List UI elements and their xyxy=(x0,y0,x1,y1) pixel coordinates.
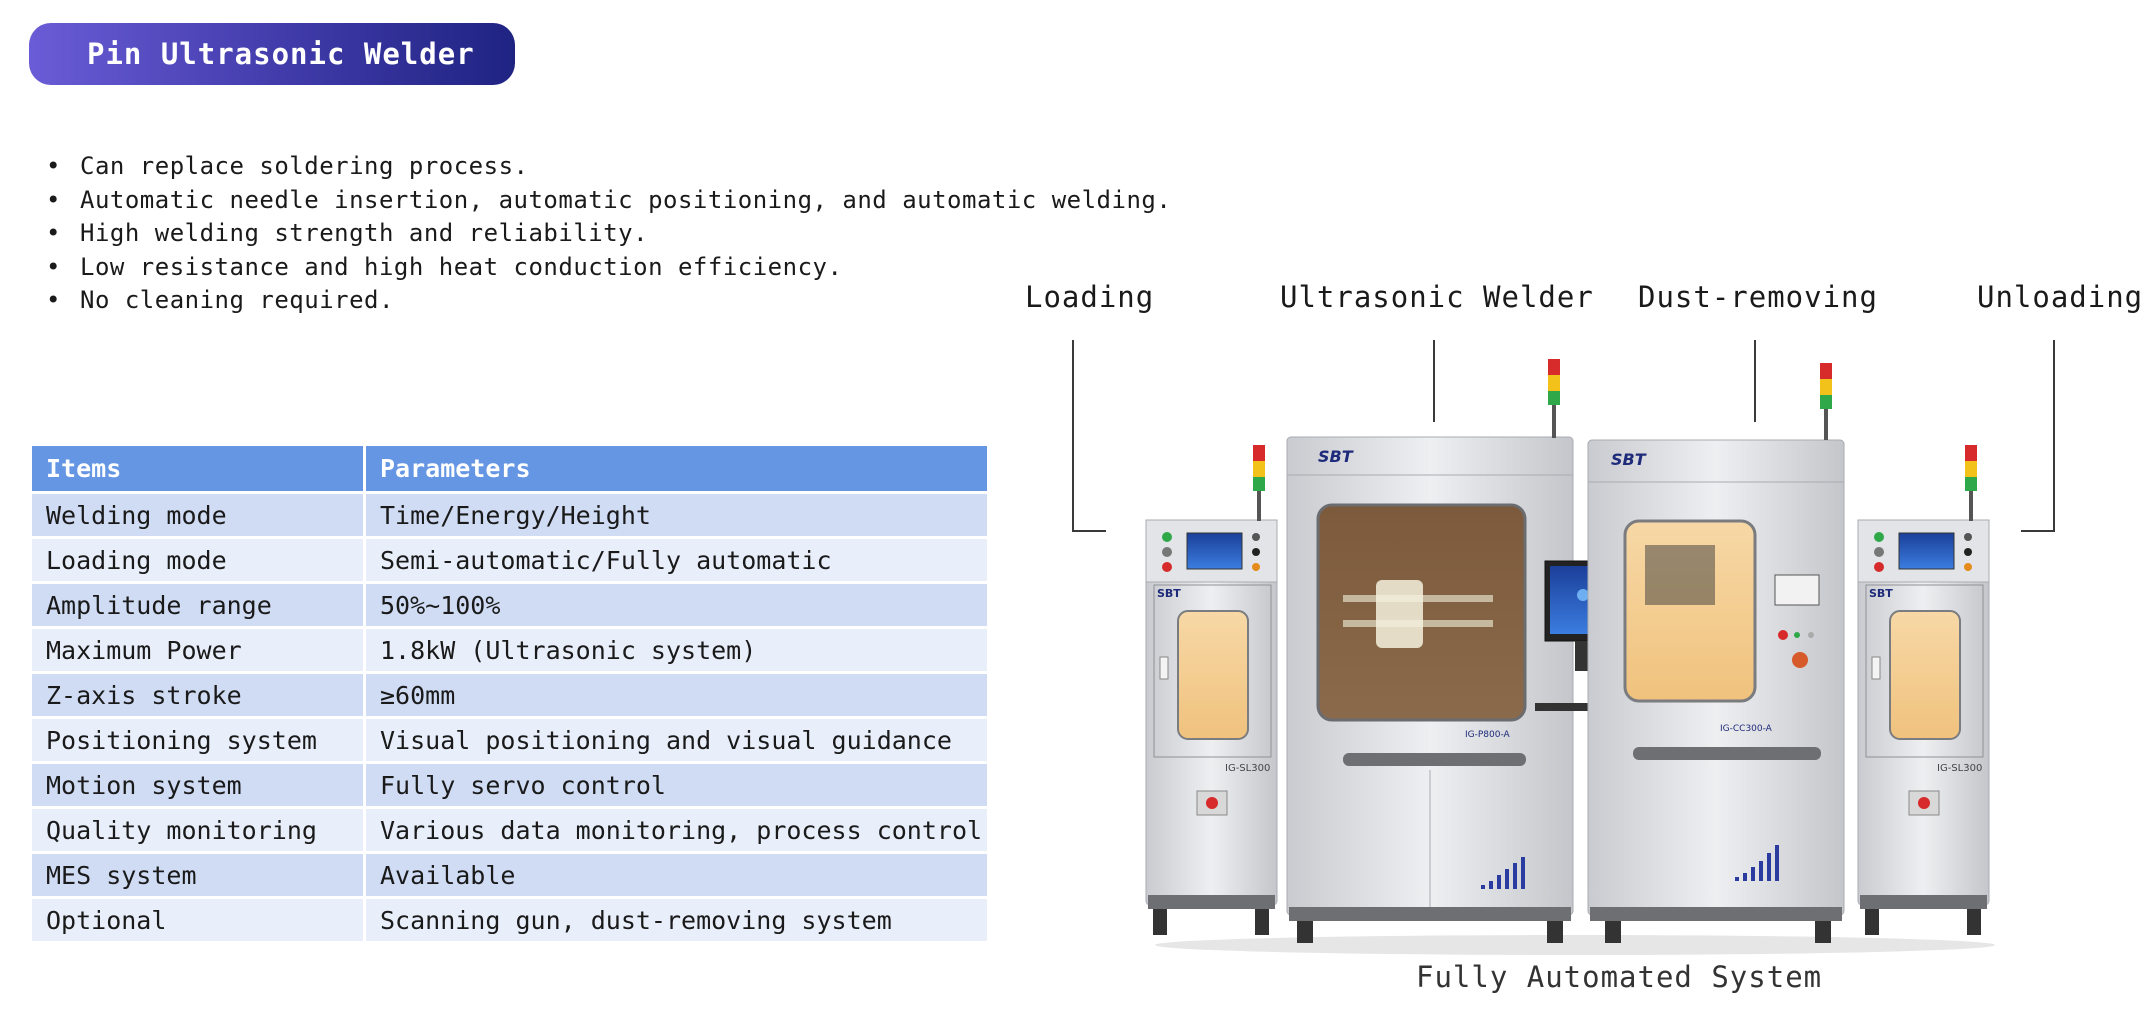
table-cell: Time/Energy/Height xyxy=(363,491,990,539)
table-cell: 50%~100% xyxy=(363,581,990,629)
ultrasonic-welder-machine: SBT IG-P800-A xyxy=(1286,436,1574,943)
leader-line-unloading xyxy=(2053,340,2055,532)
table-row: Optional Scanning gun, dust-removing sys… xyxy=(29,896,990,944)
feature-item: Low resistance and high heat conduction … xyxy=(40,251,1171,285)
table-row: Welding mode Time/Energy/Height xyxy=(29,491,990,539)
table-cell: Amplitude range xyxy=(29,581,366,629)
feature-item: Can replace soldering process. xyxy=(40,150,1171,184)
table-cell: Maximum Power xyxy=(29,626,366,674)
leader-line-welder xyxy=(1433,340,1435,422)
table-cell: Various data monitoring, process control xyxy=(363,806,990,854)
table-cell: 1.8kW (Ultrasonic system) xyxy=(363,626,990,674)
feature-item: Automatic needle insertion, automatic po… xyxy=(40,184,1171,218)
ground-shadow xyxy=(1155,935,1995,955)
table-row: Amplitude range 50%~100% xyxy=(29,581,990,629)
label-dust-removing: Dust-removing xyxy=(1638,280,1878,314)
table-row: Motion system Fully servo control xyxy=(29,761,990,809)
system-caption: Fully Automated System xyxy=(1416,960,1823,994)
table-cell: Visual positioning and visual guidance xyxy=(363,716,990,764)
leader-line-loading xyxy=(1072,340,1074,532)
table-cell: Quality monitoring xyxy=(29,806,366,854)
table-row: Maximum Power 1.8kW (Ultrasonic system) xyxy=(29,626,990,674)
table-row: Positioning system Visual positioning an… xyxy=(29,716,990,764)
table-header-items: Items xyxy=(29,443,366,494)
stack-light-icon xyxy=(1965,445,1977,521)
page-title: Pin Ultrasonic Welder xyxy=(29,23,515,85)
unloading-machine: SBT IG-SL300 xyxy=(1857,519,1990,935)
feature-list: Can replace soldering process. Automatic… xyxy=(40,150,1171,318)
welder-brand-text: SBT xyxy=(1318,447,1354,466)
unloading-model-text: IG-SL300 xyxy=(1937,763,1982,774)
welder-model-text: IG-P800-A xyxy=(1465,730,1511,740)
table-row: MES system Available xyxy=(29,851,990,899)
table-cell: Motion system xyxy=(29,761,366,809)
table-cell: Available xyxy=(363,851,990,899)
table-row: Z-axis stroke ≥60mm xyxy=(29,671,990,719)
table-cell: Fully servo control xyxy=(363,761,990,809)
feature-item: No cleaning required. xyxy=(40,284,1171,318)
table-cell: Optional xyxy=(29,896,366,944)
dust-brand-text: SBT xyxy=(1611,450,1647,469)
loading-model-text: IG-SL300 xyxy=(1225,763,1270,774)
table-cell: Scanning gun, dust-removing system xyxy=(363,896,990,944)
label-ultrasonic-welder: Ultrasonic Welder xyxy=(1280,280,1594,314)
stack-light-icon xyxy=(1548,359,1560,438)
table-cell: ≥60mm xyxy=(363,671,990,719)
unloading-brand-text: SBT xyxy=(1869,587,1893,600)
loading-brand-text: SBT xyxy=(1157,587,1181,600)
table-cell: Positioning system xyxy=(29,716,366,764)
dust-removing-machine: SBT IG-CC300-A xyxy=(1587,439,1845,943)
table-cell: Welding mode xyxy=(29,491,366,539)
stack-light-icon xyxy=(1253,445,1265,521)
table-header-row: Items Parameters xyxy=(29,443,990,494)
table-row: Quality monitoring Various data monitori… xyxy=(29,806,990,854)
automated-system-illustration: SBT IG-SL300 SBT IG-P800-A xyxy=(1145,359,1995,955)
label-loading: Loading xyxy=(1025,280,1155,314)
label-unloading: Unloading xyxy=(1977,280,2144,314)
table-cell: Loading mode xyxy=(29,536,366,584)
stack-light-icon xyxy=(1820,363,1832,440)
table-cell: Z-axis stroke xyxy=(29,671,366,719)
table-cell: MES system xyxy=(29,851,366,899)
feature-item: High welding strength and reliability. xyxy=(40,217,1171,251)
parameters-table: Items Parameters Welding mode Time/Energ… xyxy=(29,443,990,944)
table-cell: Semi-automatic/Fully automatic xyxy=(363,536,990,584)
leader-line-unloading xyxy=(2021,530,2055,532)
loading-machine: SBT IG-SL300 xyxy=(1145,519,1278,935)
dust-model-text: IG-CC300-A xyxy=(1720,724,1773,734)
leader-line-loading xyxy=(1072,530,1106,532)
table-header-parameters: Parameters xyxy=(363,443,990,494)
leader-line-dust xyxy=(1754,340,1756,422)
table-row: Loading mode Semi-automatic/Fully automa… xyxy=(29,536,990,584)
